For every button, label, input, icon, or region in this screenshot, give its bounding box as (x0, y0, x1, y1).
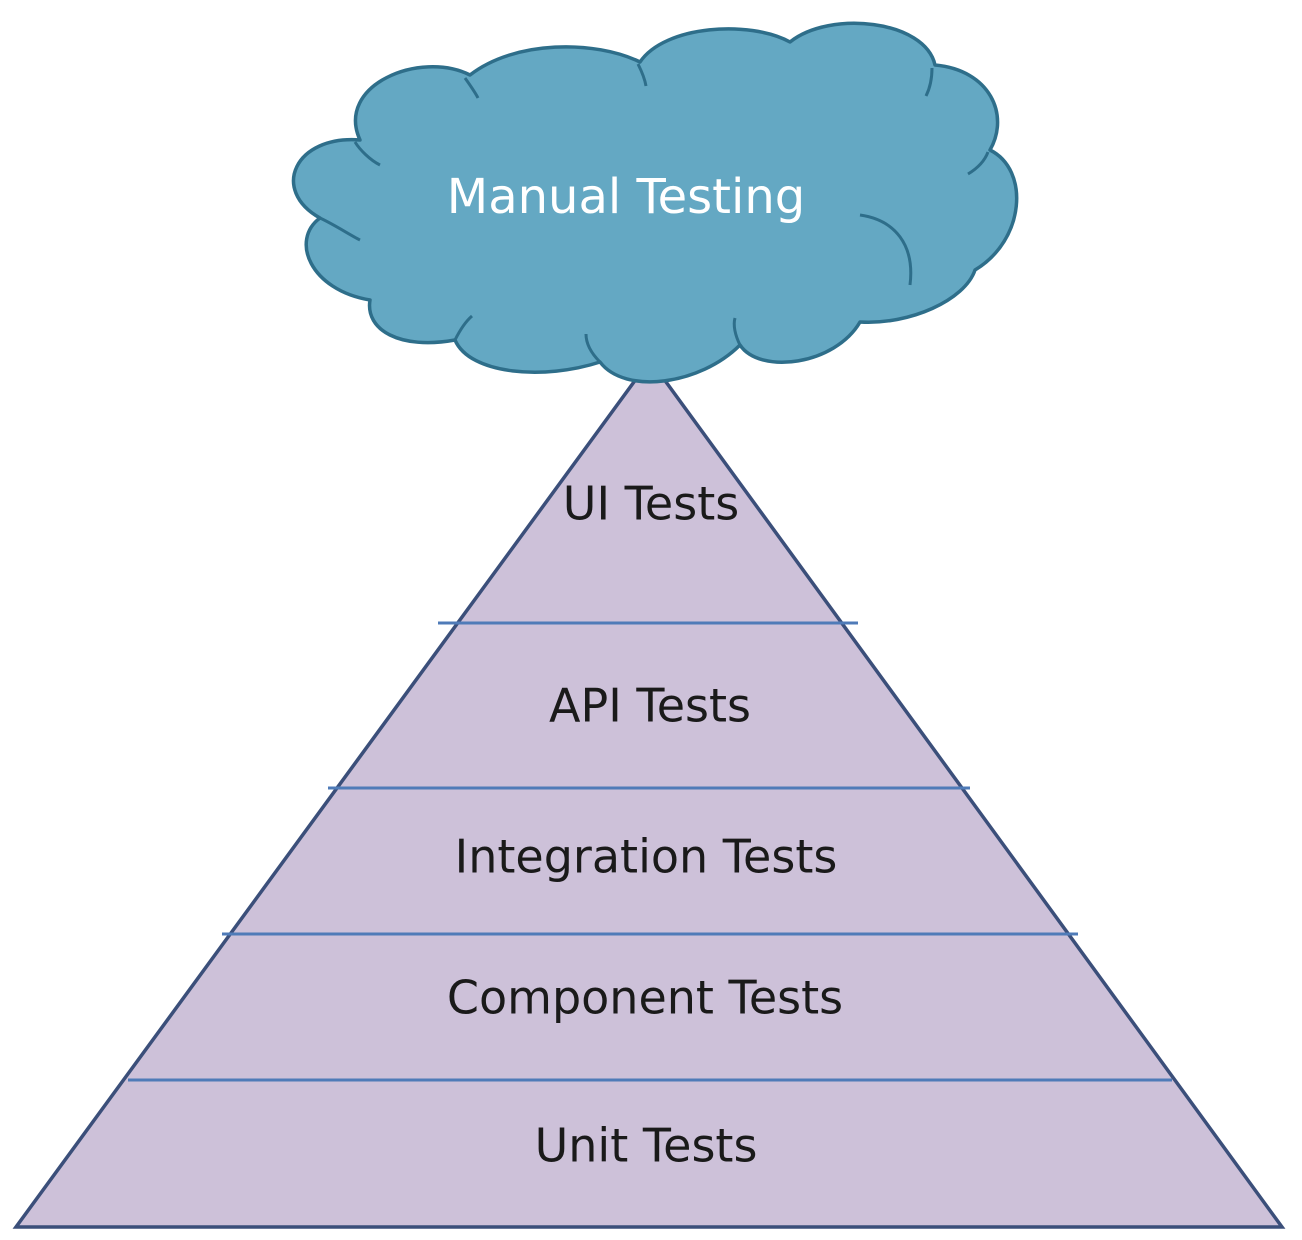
cloud-contour-arcs (319, 63, 990, 364)
manual-testing-cloud: Manual Testing (291, 21, 1019, 384)
layer-label-api: API Tests (549, 679, 751, 733)
cloud-shape (291, 21, 1019, 384)
cloud-label-manual-testing: Manual Testing (447, 169, 805, 225)
pyramid-dividers (128, 621, 1172, 1082)
pyramid-triangle (12, 357, 1286, 1229)
layer-label-ui: UI Tests (563, 477, 739, 531)
layer-label-component: Component Tests (447, 971, 843, 1025)
layer-label-unit: Unit Tests (535, 1119, 758, 1173)
layer-label-integration: Integration Tests (455, 830, 838, 884)
